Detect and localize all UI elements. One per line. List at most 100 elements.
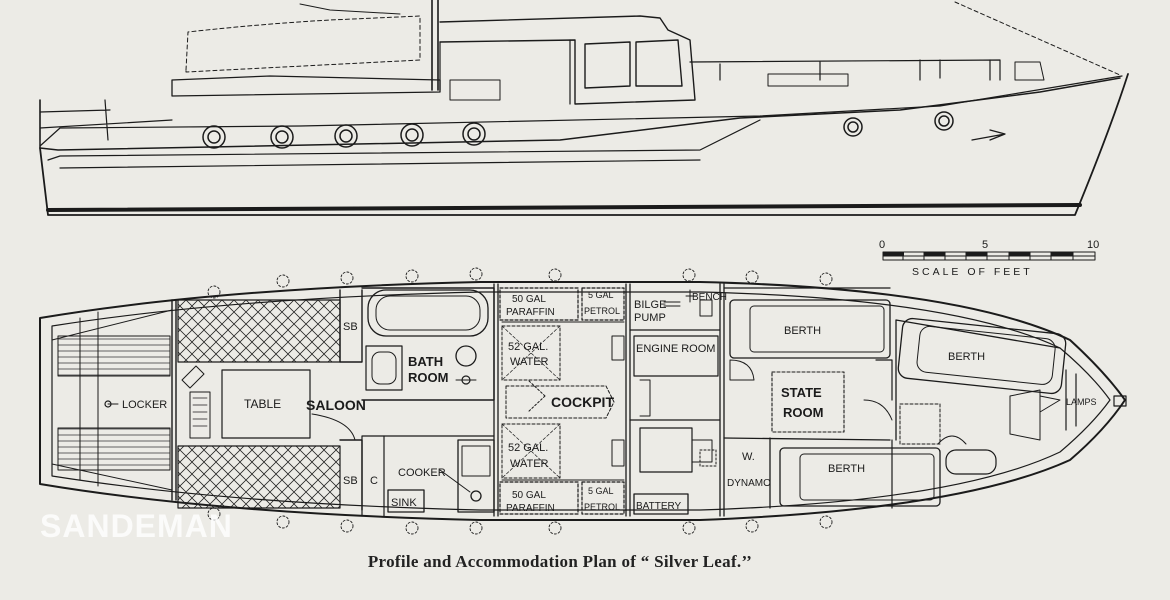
scale-tick-0: 0 (879, 239, 885, 251)
berth-top (729, 299, 891, 359)
saloon-aft-bulkhead (171, 299, 177, 501)
battery-box (633, 493, 689, 515)
wheelhouse-posts (439, 39, 571, 105)
label-state-room: ROOM (783, 405, 823, 420)
mast (431, 0, 439, 91)
forward-skylight (899, 403, 941, 445)
plan-hull-outline (39, 281, 1126, 521)
forward-guardrail (689, 59, 1001, 81)
saloon-settee-top (177, 299, 341, 363)
aft-guardrail (39, 99, 173, 141)
forestay-line (954, 1, 1121, 76)
label-c: C (370, 475, 378, 487)
waterline (46, 203, 1082, 212)
label-w: W. (742, 451, 755, 463)
forward-cabin-walls (895, 319, 1061, 441)
engine-room-bulkheads (629, 283, 725, 517)
mast-spar (299, 3, 401, 15)
scale-bar (882, 251, 1096, 261)
label-paraffin-bottom: PARAFFIN (506, 503, 555, 514)
bow-arrow-mark (971, 129, 1006, 141)
deck-box (449, 79, 501, 101)
profile-elevation (39, 0, 1129, 216)
forepeak-bulkhead (1065, 369, 1077, 431)
washbasin (365, 345, 403, 391)
plan-inner-outline (51, 291, 1111, 511)
label-cockpit: COCKPIT (551, 394, 614, 410)
locker-top-grating (57, 335, 171, 377)
label-battery: BATTERY (636, 501, 682, 512)
engine-room-door (729, 359, 755, 381)
label-table: TABLE (244, 397, 281, 411)
label-paraffin-bottom-qty: 50 GAL (512, 490, 546, 501)
locker-frames (79, 311, 99, 487)
label-pump: PUMP (634, 312, 666, 324)
watermark-logo: SANDEMAN (40, 508, 233, 544)
scale-tick-5: 5 (982, 239, 988, 251)
forward-basin (945, 449, 997, 475)
berth-forward (897, 317, 1067, 395)
saloon-table (221, 369, 311, 439)
label-paraffin-top: PARAFFIN (506, 307, 555, 318)
label-paraffin-top-qty: 50 GAL (512, 294, 546, 305)
windlass (1014, 61, 1045, 81)
forward-hatch (767, 73, 849, 87)
label-petrol-top: PETROL (584, 306, 620, 316)
label-bath: BATH (408, 354, 443, 369)
petrol-tank-bottom (581, 481, 625, 515)
label-water-top-qty: 52 GAL. (508, 341, 548, 353)
label-petrol-bottom: PETROL (584, 502, 620, 512)
label-saloon: SALOON (306, 397, 366, 413)
awning-outline (185, 15, 421, 73)
sink-unit (387, 489, 425, 513)
berth-bottom (779, 447, 941, 507)
label-water-bottom: WATER (510, 458, 549, 470)
label-bath-room: ROOM (408, 370, 448, 385)
petrol-tank-top (581, 287, 625, 321)
label-bilge: BILGE (634, 299, 666, 311)
wc-bowl (455, 345, 477, 367)
label-sink: SINK (391, 497, 417, 509)
hull-profile (39, 73, 1129, 216)
cabin-top (171, 75, 441, 97)
water-tank-top (501, 325, 561, 381)
water-tank-bottom (501, 423, 561, 479)
label-state: STATE (781, 385, 822, 400)
figure-caption: Profile and Accommodation Plan of “ Silv… (367, 552, 753, 571)
state-room-skylight (771, 371, 845, 433)
label-petrol-top-qty: 5 GAL (588, 290, 614, 300)
wheelhouse (439, 15, 696, 105)
anchor-locker (1009, 389, 1041, 441)
engine-block-top (633, 335, 719, 377)
rubbing-strake (39, 75, 1123, 147)
stanchions (207, 267, 833, 535)
sheer-line (39, 77, 1121, 151)
label-water-bottom-qty: 52 GAL. (508, 442, 548, 454)
label-cooker: COOKER (398, 467, 446, 479)
plan-labels: LOCKER TABLE SALOON SB SB C BATH ROOM CO… (122, 290, 1097, 514)
bench-vice (685, 289, 713, 317)
label-bench: BENCH (692, 292, 727, 303)
cooker-pointer (439, 469, 471, 493)
accommodation-plan (39, 267, 1127, 535)
scale-title: SCALE OF FEET (912, 266, 1033, 278)
label-petrol-bottom-qty: 5 GAL (588, 486, 614, 496)
label-dynamo: DYNAMO (727, 478, 771, 489)
saloon-step (189, 391, 211, 439)
bathtub (367, 289, 489, 337)
boot-top-line (47, 119, 761, 169)
label-engine-room: ENGINE ROOM (636, 343, 715, 355)
label-locker: LOCKER (122, 399, 167, 411)
cooker-burner (470, 490, 482, 502)
label-berth-bottom: BERTH (828, 463, 865, 475)
label-lamps: LAMPS (1066, 397, 1097, 407)
saloon-door-swing (311, 413, 356, 441)
label-berth-forward: BERTH (948, 351, 985, 363)
cockpit-hatch (505, 385, 615, 419)
scale-tick-10: 10 (1087, 239, 1099, 251)
portholes (202, 111, 954, 149)
wheelhouse-windows (584, 39, 683, 89)
label-berth-top: BERTH (784, 325, 821, 337)
